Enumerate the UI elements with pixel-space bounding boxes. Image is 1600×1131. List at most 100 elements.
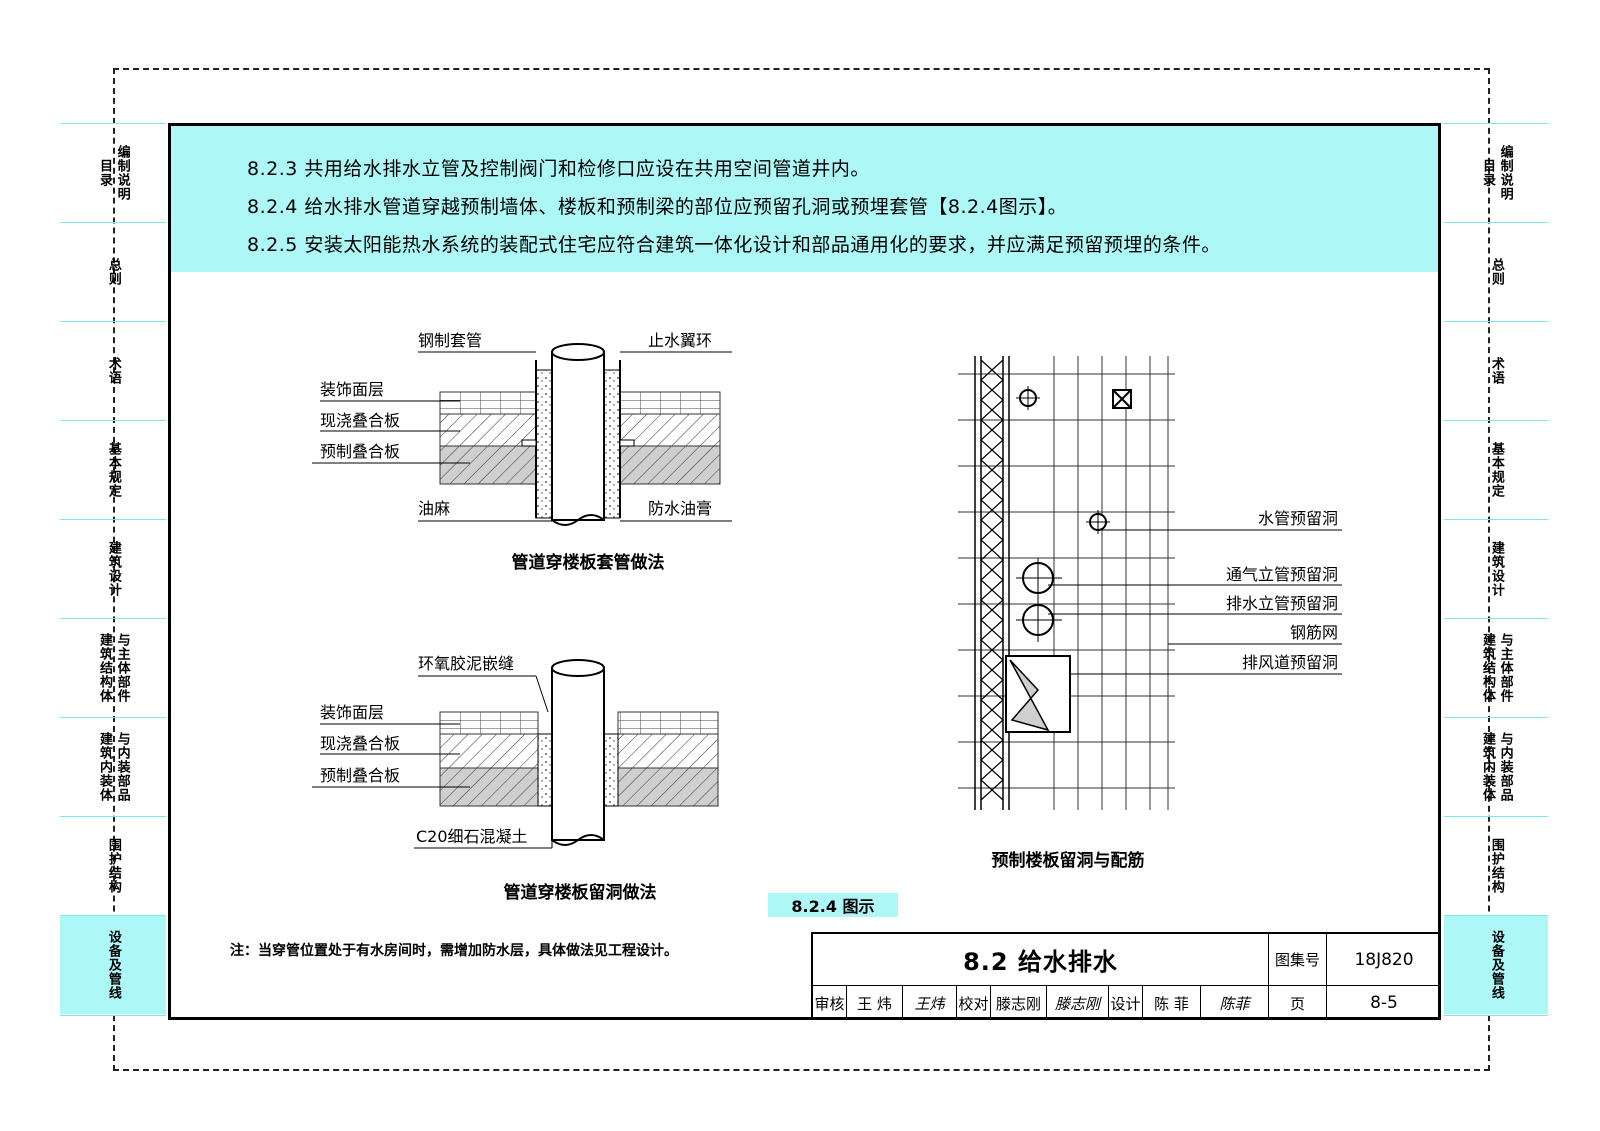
label-precast-slab-2: 预制叠合板 [320,766,400,785]
clause-8-2-3: 8.2.3 共用给水排水立管及控制阀门和检修口应设在共用空间管道井内。 [247,158,870,180]
tab-label: 围护结构 [1488,837,1504,894]
clause-8-2-4: 8.2.4 给水排水管道穿越预制墙体、楼板和预制梁的部位应预留孔洞或预埋套管【8… [247,196,1068,218]
tab-label: 目录 [97,158,112,187]
right-tab-9[interactable]: 设备及管线 [1444,916,1548,1014]
label-water-stop-ring: 止水翼环 [648,331,712,350]
page-label: 页 [1269,986,1327,1020]
right-tab-2[interactable]: 总则 [1444,223,1548,320]
designer-signature: 陈菲 [1201,986,1269,1020]
clause-8-2-5: 8.2.5 安装太阳能热水系统的装配式住宅应符合建筑一体化设计和部品通用化的要求… [247,234,1221,256]
page-number: 8-5 [1370,993,1398,1013]
tab-divider-line [60,222,166,223]
left-tab-3[interactable]: 术语 [60,322,166,419]
title-block: 8.2 给水排水 图集号 18J820 审核 王 炜 王炜 校对 滕志刚 滕志刚… [811,932,1441,1020]
tab-divider-line [1444,519,1548,520]
tab-divider-line [1444,816,1548,817]
tab-divider-line [1444,717,1548,718]
left-tab-5[interactable]: 建筑设计 [60,520,166,617]
tab-divider-line [1444,123,1548,124]
right-tab-5[interactable]: 建筑设计 [1444,520,1548,617]
reviewer-name: 王 炜 [847,986,903,1020]
label-c20-concrete: C20细石混凝土 [416,827,528,846]
right-tab-6[interactable]: 与主体部件建筑结构体 [1444,619,1548,716]
label-water-pipe-hole: 水管预留洞 [1258,509,1338,528]
label-epoxy-joint: 环氧胶泥嵌缝 [418,654,514,673]
label-steel-sleeve: 钢制套管 [418,331,482,350]
label-precast-slab-1: 预制叠合板 [320,442,400,461]
left-tab-6[interactable]: 与主体部件建筑结构体 [60,619,166,716]
tab-label: 总则 [105,257,121,286]
caption-slab-plan: 预制楼板留洞与配筋 [992,850,1145,871]
label-drain-pipe-hole: 排水立管预留洞 [1226,594,1338,613]
tab-divider-line [60,717,166,718]
label-waterproof-paste: 防水油膏 [648,499,712,518]
outer-dashed-frame [113,68,1490,1071]
review-label: 审核 [813,986,847,1020]
left-tab-4[interactable]: 基本规定 [60,421,166,518]
caption-hole-detail: 管道穿楼板留洞做法 [504,882,657,903]
tab-divider-line [1444,1015,1548,1016]
tab-label: 基本规定 [105,441,121,498]
reviewer-signature: 王炜 [903,986,957,1020]
tab-label: 设备及管线 [105,930,121,1000]
tab-divider-line [60,618,166,619]
tab-label: 基本规定 [1488,441,1504,498]
tab-label: 总则 [1488,257,1504,286]
right-tab-3[interactable]: 术语 [1444,322,1548,419]
figure-precast-slab-plan: 水管预留洞 通气立管预留洞 排水立管预留洞 钢筋网 排风道预留洞 预制楼板留洞与… [958,356,1342,871]
tab-divider-line [60,519,166,520]
tab-label: 与内装部品 [114,731,130,802]
tab-label: 建筑结构体 [1480,632,1495,703]
tab-divider-line [1444,321,1548,322]
check-label: 校对 [957,986,991,1020]
tab-label: 与主体部件 [1497,632,1513,703]
left-tab-1[interactable]: 编制说明目录 [60,124,166,221]
tab-divider-line [1444,222,1548,223]
figure-tag: 8.2.4 图示 [768,893,898,917]
tab-divider-line [1444,618,1548,619]
right-tab-4[interactable]: 基本规定 [1444,421,1548,518]
tab-label: 建筑设计 [1488,540,1504,597]
tab-label: 术语 [1488,356,1504,385]
tab-divider-line [60,123,166,124]
tab-divider-line [60,816,166,817]
figure-hole-detail: 环氧胶泥嵌缝 装饰面层 现浇叠合板 预制叠合板 C20细石混凝土 管道穿楼板留洞… [312,654,719,903]
drawing-title: 8.2 给水排水 [813,934,1269,986]
tab-divider-line [60,1015,166,1016]
right-tab-1[interactable]: 编制说明目录 [1444,124,1548,221]
tab-label: 建筑内装体 [1480,731,1495,802]
clause-band [171,126,1438,272]
tab-label: 目录 [1480,158,1495,187]
tab-label: 建筑设计 [105,540,121,597]
figure-sleeve-detail: 钢制套管 止水翼环 装饰面层 现浇叠合板 预制叠合板 油麻 防水油膏 管道穿楼板… [312,331,732,573]
label-oakum: 油麻 [418,499,450,518]
tab-label: 建筑结构体 [97,632,112,703]
design-label: 设计 [1109,986,1143,1020]
tab-divider-line [1444,420,1548,421]
tab-divider-line [60,915,166,916]
left-tab-9[interactable]: 设备及管线 [60,916,166,1014]
right-tab-7[interactable]: 与内装部品建筑内装体 [1444,718,1548,815]
atlas-number: 18J820 [1327,934,1441,986]
label-rebar-mesh: 钢筋网 [1290,623,1338,642]
label-finish-layer-1: 装饰面层 [320,380,384,399]
left-tab-2[interactable]: 总则 [60,223,166,320]
atlas-label: 图集号 [1269,934,1327,986]
tab-divider-line [60,420,166,421]
left-tab-8[interactable]: 围护结构 [60,817,166,914]
label-duct-hole: 排风道预留洞 [1242,653,1338,672]
tab-label: 围护结构 [105,837,121,894]
right-tab-8[interactable]: 围护结构 [1444,817,1548,914]
footnote: 注：当穿管位置处于有水房间时，需增加防水层，具体做法见工程设计。 [230,943,678,959]
tab-label: 编制说明 [1497,144,1513,201]
designer-name: 陈 菲 [1143,986,1201,1020]
left-tab-7[interactable]: 与内装部品建筑内装体 [60,718,166,815]
tab-label: 与内装部品 [1497,731,1513,802]
label-cast-slab-1: 现浇叠合板 [320,411,400,430]
label-vent-pipe-hole: 通气立管预留洞 [1226,565,1338,584]
tab-label: 设备及管线 [1488,930,1504,1000]
tab-label: 建筑内装体 [97,731,112,802]
tab-label: 术语 [105,356,121,385]
checker-signature: 滕志刚 [1047,986,1109,1020]
